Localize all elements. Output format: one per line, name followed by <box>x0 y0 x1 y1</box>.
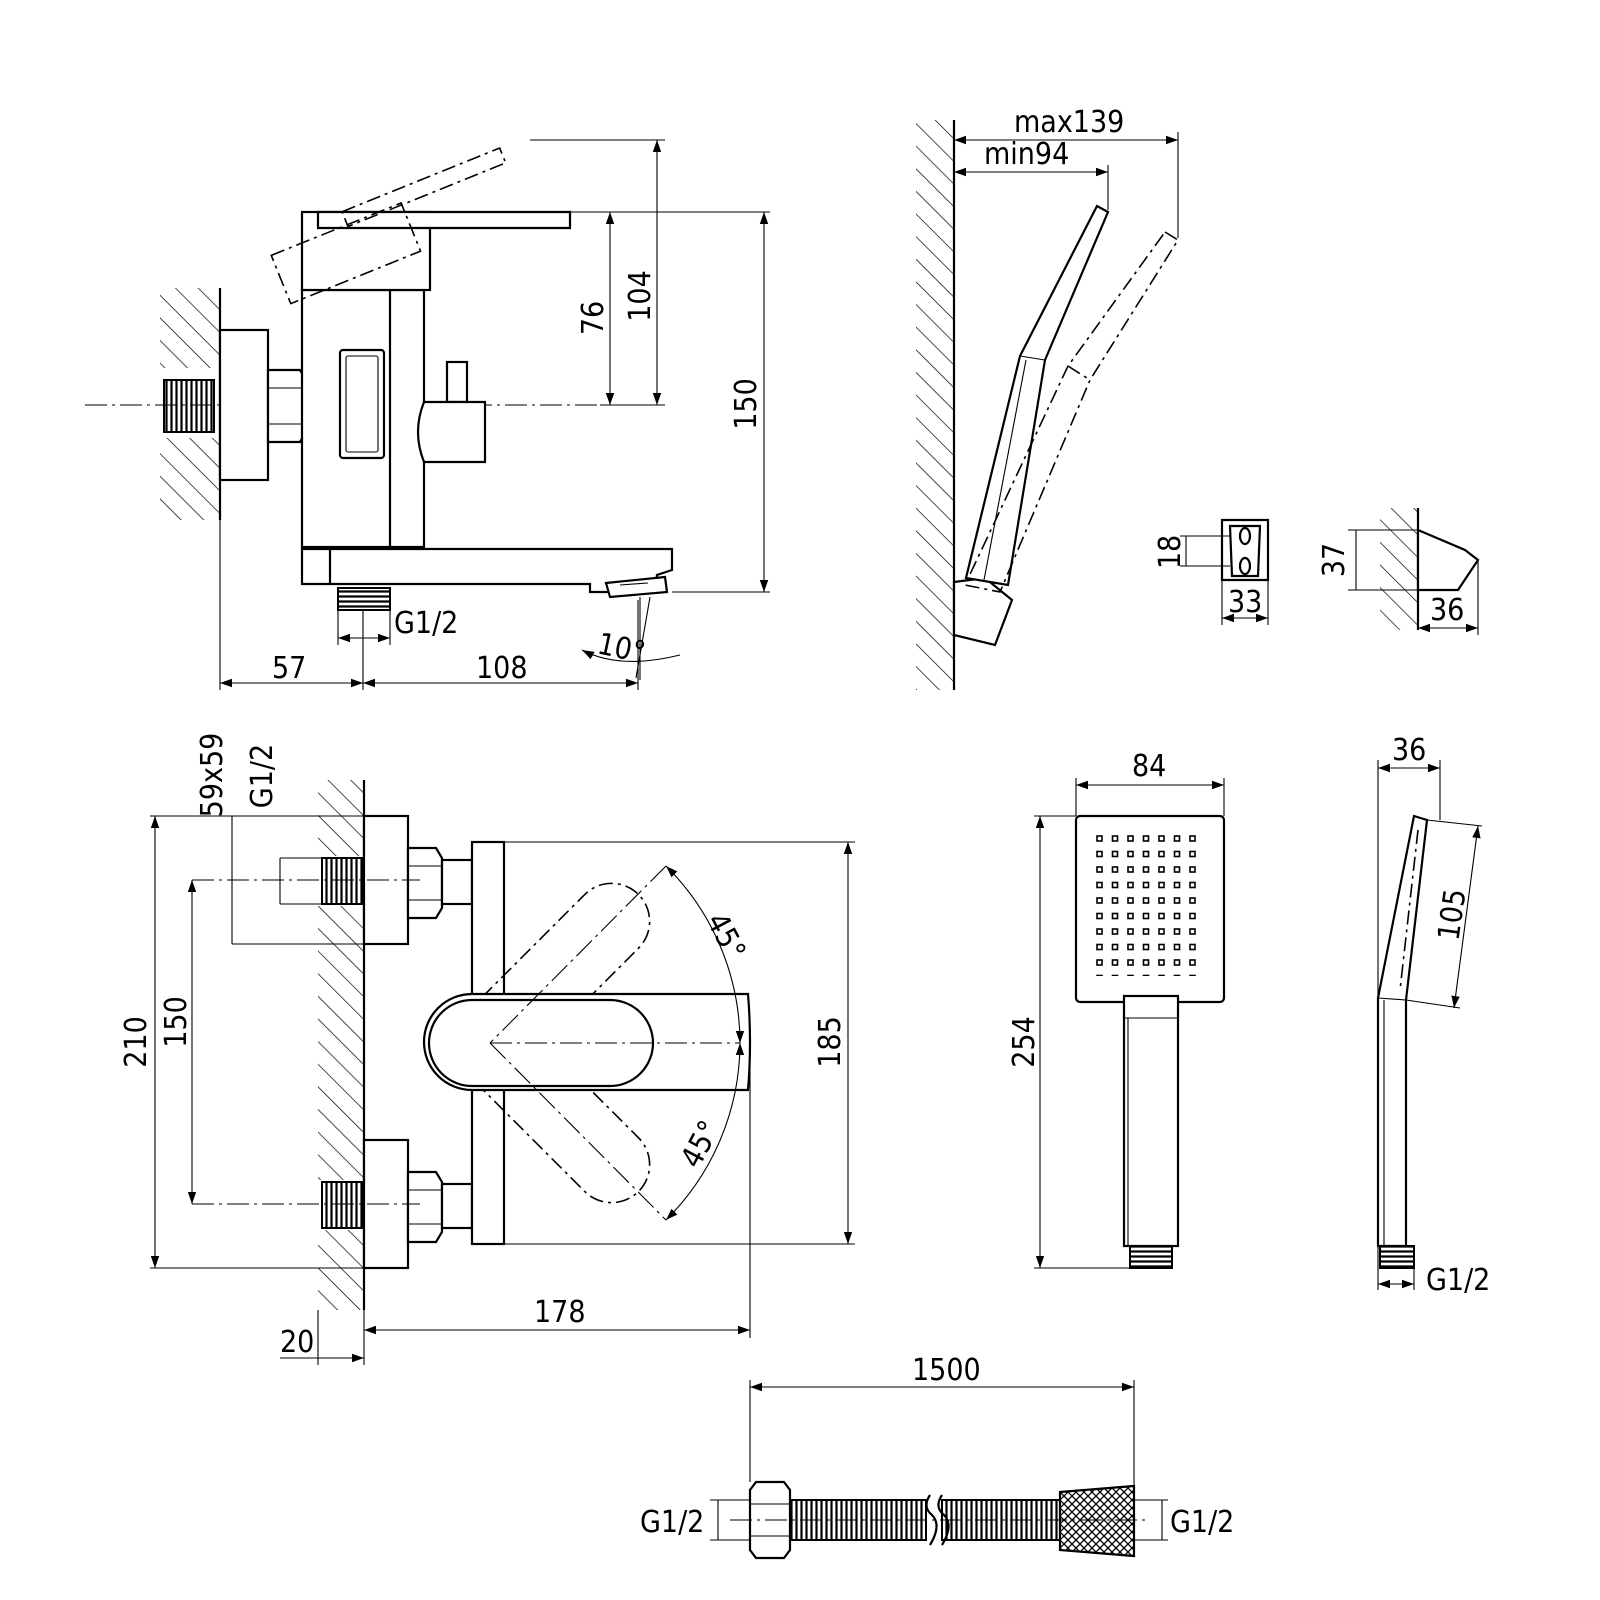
dim-104: 104 <box>623 270 658 322</box>
dim-59x59: 59x59 <box>195 733 230 818</box>
dim-254: 254 <box>1007 1016 1042 1068</box>
dim-g12-hose-right: G1/2 <box>1170 1505 1234 1540</box>
dim-150-front: 150 <box>159 996 194 1048</box>
dim-185: 185 <box>813 1016 848 1068</box>
dim-178: 178 <box>534 1295 586 1330</box>
dim-20: 20 <box>280 1325 314 1360</box>
dim-210: 210 <box>119 1016 154 1068</box>
shower-holder-view: max139 min94 <box>916 105 1180 690</box>
dim-g12-hose-left: G1/2 <box>640 1505 704 1540</box>
shower-hose-view: 1500 G1/2 G1/2 <box>640 1353 1234 1560</box>
hand-shower-side-view: 36 105 G1/2 <box>1376 733 1490 1298</box>
holder-side-detail: 37 36 <box>1317 508 1480 635</box>
dim-33: 33 <box>1228 585 1262 620</box>
dim-76: 76 <box>576 301 611 335</box>
dim-84: 84 <box>1132 749 1166 784</box>
dim-g12-shower: G1/2 <box>1426 1263 1490 1298</box>
hand-shower-front-view: 84 254 <box>1007 749 1226 1269</box>
holder-front-detail: 18 33 <box>1153 518 1270 625</box>
mixer-front-view: 59x59 G1/2 210 150 45° 45° 185 178 20 <box>119 733 855 1365</box>
dim-18: 18 <box>1153 535 1188 569</box>
dim-36-head: 36 <box>1392 733 1426 768</box>
dim-g12-spout: G1/2 <box>394 606 458 641</box>
dim-1500: 1500 <box>912 1353 981 1388</box>
dim-36-holder: 36 <box>1430 593 1464 628</box>
dim-105: 105 <box>1432 887 1474 943</box>
mixer-side-view: 57 108 G1/2 10° 76 104 150 <box>85 139 770 690</box>
dim-g12-front: G1/2 <box>245 744 280 808</box>
dim-57: 57 <box>272 651 306 686</box>
dim-37: 37 <box>1317 543 1352 577</box>
dim-150-side: 150 <box>729 378 764 430</box>
dim-45-top: 45° <box>699 907 752 966</box>
dim-108: 108 <box>476 651 528 686</box>
dim-max139: max139 <box>1014 105 1124 140</box>
dim-45-bottom: 45° <box>674 1115 727 1174</box>
dim-min94: min94 <box>984 137 1069 172</box>
